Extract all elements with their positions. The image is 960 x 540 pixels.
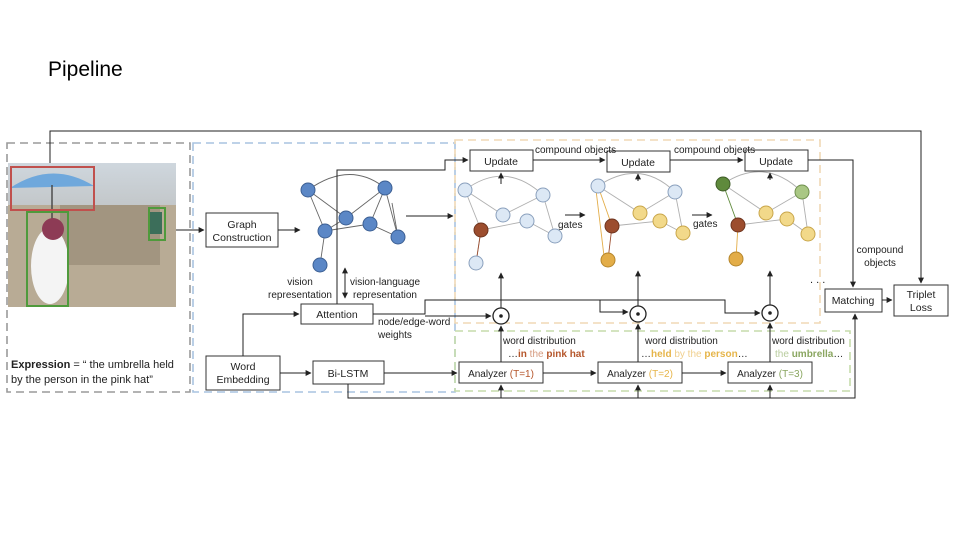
update-frame [454,139,821,324]
graph-node [300,182,316,198]
graph-node [652,213,668,229]
vision-representation-line1: vision [287,277,313,288]
word-embedding-line1: Word [231,361,256,373]
graph-construction-line1: Graph [227,219,256,231]
node-edge-word-weights-line2: weights [377,330,412,341]
graph-node [468,255,484,271]
triplet-loss-box [893,284,949,317]
graph-node [457,182,473,198]
compound-objects-side-line1: compound [857,245,904,256]
graph-node [519,213,535,229]
graph-node [547,228,563,244]
analyzer-step-3: (T=3) [779,369,803,380]
update-label-2: Update [621,157,655,169]
attention-label: Attention [316,309,358,321]
input-frame [6,142,191,393]
vision-representation-line2: representation [268,290,332,301]
expression-key: Expression [11,359,71,371]
update-label-3: Update [759,156,793,168]
graph-node [535,187,551,203]
triplet-loss-line2: Loss [910,302,932,314]
ellipsis: . . . [810,274,825,286]
expression-text-line2: by the person in the pink hat” [11,374,153,386]
graph-node [728,251,744,267]
analyzer-frame [454,330,851,392]
word-embedding-line2: Embedding [216,374,269,386]
analyzer-label-1: Analyzer (T=1) [468,369,534,380]
vl-representation-line1: vision-language [350,277,420,288]
graph-node [495,207,511,223]
graph-node [604,218,620,234]
svg-text:Expression= “ the umbrella hel: Expression= “ the umbrella held [11,359,174,371]
graph-node [779,211,795,227]
word-distribution-label-3: word distribution [771,336,845,347]
object-bbox [148,207,166,241]
graph-node [312,257,328,273]
compound-objects-side-line2: objects [864,258,896,269]
node-edge-word-weights-line1: node/edge-word [378,317,450,328]
graph-node [667,184,683,200]
word-distribution-label-2: word distribution [644,336,718,347]
slide-title: Pipeline [48,58,123,81]
word-phrase-2: …held by the person… [641,349,748,360]
word-phrase-1: …in the pink hat [508,349,585,360]
graph-construction-line2: Construction [213,232,272,244]
graph-node [390,229,406,245]
expression-text-line1: = “ the umbrella held [73,359,174,371]
matching-label: Matching [832,295,875,307]
graph-node [730,217,746,233]
analyzer-step-1: (T=1) [510,369,534,380]
analyzer-label-3: Analyzer (T=3) [737,369,803,380]
word-distribution-label-1: word distribution [502,336,576,347]
gates-label-2: gates [693,219,717,230]
graph-node [317,223,333,239]
analyzer-step-2: (T=2) [649,369,673,380]
word-phrase-3: the umbrella… [775,349,843,360]
update-box-2 [606,150,671,173]
input-image [8,163,176,307]
flow-arrows [49,130,924,399]
graph-node [590,178,606,194]
gates-label-1: gates [558,220,582,231]
graph-node [362,216,378,232]
encoding-frame [192,142,456,393]
graph-node [600,252,616,268]
triplet-loss-line1: Triplet [907,289,936,301]
graph-node [632,205,648,221]
compound-objects-label-1: compound objects [535,145,616,156]
person-bbox [26,211,69,307]
bilstm-label: Bi-LSTM [328,368,369,380]
graph-node [473,222,489,238]
update-label-1: Update [484,156,518,168]
graph-node [800,226,816,242]
graph-node [338,210,354,226]
graph-node [794,184,810,200]
analyzer-label-2: Analyzer (T=2) [607,369,673,380]
graph-node [715,176,731,192]
graph-node [377,180,393,196]
vl-representation-line2: representation [353,290,417,301]
umbrella-bbox [10,166,95,211]
compound-objects-label-2: compound objects [674,145,755,156]
graph-node [675,225,691,241]
graph-node [758,205,774,221]
